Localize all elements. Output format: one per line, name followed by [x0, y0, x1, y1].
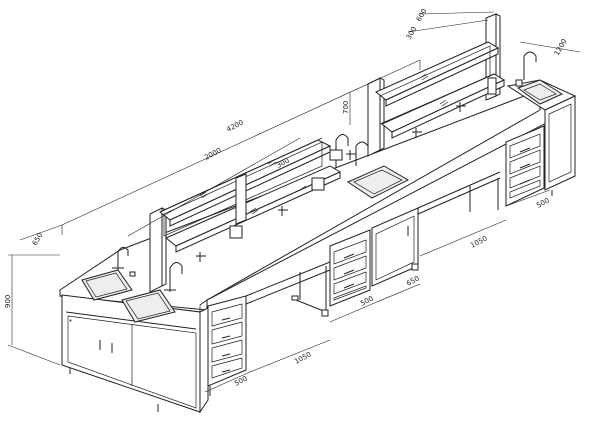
left-sink-cabinet	[61, 294, 209, 414]
dim-shelf-length: 2000	[203, 146, 222, 161]
dim-overall-length: 4200	[225, 119, 245, 134]
dim-front-cabinet: 650	[405, 274, 421, 287]
bench-frame	[245, 261, 331, 317]
right-reagent-shelf	[375, 41, 506, 139]
dim-end-depth-right: 1200	[553, 38, 569, 57]
left-reagent-shelf	[159, 137, 342, 253]
electrical-outlets	[229, 77, 497, 239]
right-faucet-group	[515, 51, 537, 87]
right-sink	[516, 79, 564, 105]
dim-shelf-depth-top: 600	[415, 7, 429, 23]
middle-drawer-unit	[329, 229, 371, 307]
dim-front-drawer-mid: 500	[359, 294, 375, 307]
left-drawer-unit	[207, 295, 247, 396]
dimension-lines	[7, 11, 581, 393]
right-frame	[417, 171, 501, 215]
gas-valves	[196, 102, 466, 262]
right-drawer-unit	[505, 125, 545, 207]
dim-shelf-height: 700	[342, 101, 350, 114]
dim-front-span-left: 1050	[293, 350, 312, 365]
dim-end-depth-left: 650	[31, 231, 45, 247]
dim-bench-height: 900	[4, 295, 12, 308]
dim-front-drawer-left: 500	[233, 374, 249, 387]
dim-right-drawer: 500	[535, 196, 551, 209]
shelf-hatch-marks-left	[199, 159, 307, 215]
middle-sink	[346, 165, 410, 199]
dim-front-span-right: 1050	[469, 234, 488, 249]
middle-cabinet	[371, 207, 419, 287]
double-sink	[81, 269, 176, 323]
dim-shelf-depth-second: 300	[405, 25, 419, 41]
